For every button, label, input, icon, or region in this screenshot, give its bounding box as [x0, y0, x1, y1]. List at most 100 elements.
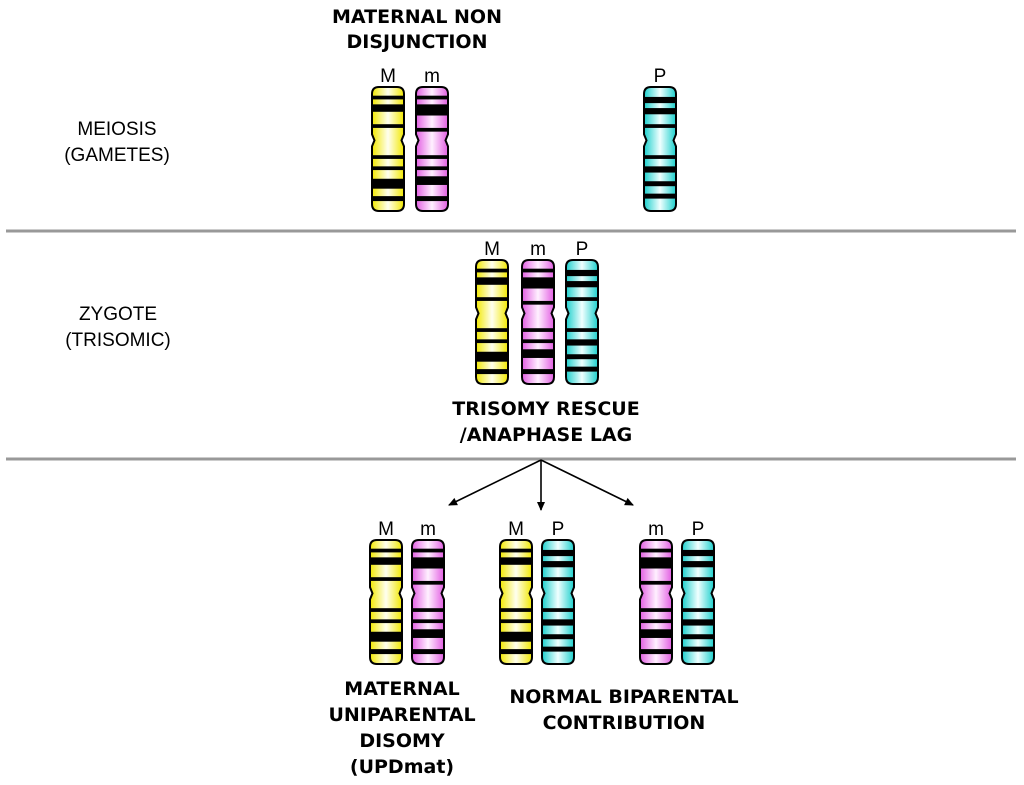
chromosome-band — [416, 155, 448, 159]
outcome-label-upd: MATERNAL UNIPARENTAL DISOMY (UPDmat) — [328, 678, 475, 778]
chromosome-outline — [371, 86, 405, 212]
chromosome-band — [566, 354, 598, 360]
nondisjunction-line2: DISJUNCTION — [347, 31, 488, 53]
chromosome-label-P: P — [576, 239, 589, 260]
chromosome-band — [566, 269, 598, 277]
chromosome-band — [416, 166, 448, 171]
chromosome-label-M: M — [484, 239, 500, 260]
chromosome-band — [476, 328, 508, 332]
chromosome-outline — [565, 259, 599, 385]
chromosome-band — [412, 619, 444, 624]
chromosome-M-outcome_upd: M — [369, 519, 403, 665]
chromosome-bands — [682, 549, 714, 652]
chromosome-P-outcome_normal_1: P — [541, 519, 575, 665]
upd-line1: MATERNAL — [344, 678, 459, 700]
nondisjunction-line1: MATERNAL NON — [332, 6, 502, 28]
normal-line2: CONTRIBUTION — [543, 712, 706, 734]
upd-line3: DISOMY — [359, 730, 445, 752]
chromosome-band — [372, 166, 404, 171]
chromosome-label-P: P — [552, 519, 565, 540]
chromosome-band — [644, 155, 676, 159]
chromosome-P-outcome_normal_2: P — [681, 519, 715, 665]
chromosome-bands — [542, 549, 574, 652]
chromosome-m-zygote: m — [521, 239, 555, 385]
chromosome-band — [412, 629, 444, 638]
chromosome-band — [566, 281, 598, 288]
chromosome-bands — [640, 548, 672, 655]
chromosome-band — [542, 561, 574, 568]
chromosome-band — [542, 549, 574, 557]
chromosome-outline — [475, 259, 509, 385]
chromosome-M-zygote: M — [475, 239, 509, 385]
chromosome-band — [682, 608, 714, 612]
outcome-label-normal: NORMAL BIPARENTAL CONTRIBUTION — [509, 686, 738, 734]
chromosome-outline — [639, 539, 673, 665]
chromosome-band — [500, 548, 532, 553]
chromosome-label-M: M — [508, 519, 524, 540]
chromosome-band — [372, 155, 404, 159]
chromosome-band — [412, 580, 444, 585]
arrow-to-upd — [448, 459, 542, 506]
chromosome-bands — [566, 269, 598, 372]
chromosome-outline — [643, 86, 677, 212]
chromosome-band — [542, 608, 574, 612]
chromosome-label-m: m — [424, 66, 440, 87]
chromosome-band — [682, 577, 714, 581]
chromosome-band — [370, 548, 402, 553]
chromosome-band — [542, 634, 574, 640]
chromosome-bands — [522, 268, 554, 375]
chromosome-band — [640, 608, 672, 612]
chromosome-band — [416, 127, 448, 132]
chromosome-band — [566, 297, 598, 301]
chromosome-label-P: P — [654, 66, 667, 87]
chromosome-band — [522, 328, 554, 332]
chromosome-label-m: m — [420, 519, 436, 540]
chromosome-band — [682, 561, 714, 568]
chromosome-m-outcome_upd: m — [411, 519, 445, 665]
chromosome-band — [500, 577, 532, 581]
chromosome-band — [412, 608, 444, 612]
chromosome-band — [500, 608, 532, 612]
chromosome-band — [640, 629, 672, 638]
chromosome-outline — [369, 539, 403, 665]
chromosome-outline — [541, 539, 575, 665]
chromosome-band — [522, 339, 554, 344]
arrow-to-normal-mmp — [540, 459, 634, 506]
upd-line4: (UPDmat) — [350, 756, 454, 778]
rescue-line1: TRISOMY RESCUE — [452, 398, 639, 420]
chromosome-band — [522, 349, 554, 358]
chromosome-band — [370, 649, 402, 655]
chromosome-label-m: m — [648, 519, 664, 540]
chromosome-band — [476, 297, 508, 301]
chromosome-band — [476, 339, 508, 344]
chromosome-outline — [411, 539, 445, 665]
chromosome-outline — [415, 86, 449, 212]
chromosome-band — [372, 104, 404, 112]
chromosome-band — [412, 557, 444, 569]
chromosome-m-outcome_normal_2: m — [639, 519, 673, 665]
chromosome-band — [476, 277, 508, 285]
chromosome-body — [644, 87, 676, 211]
chromosome-band — [372, 95, 404, 100]
heading-rescue: TRISOMY RESCUE /ANAPHASE LAG — [452, 398, 639, 446]
chromosome-band — [416, 176, 448, 185]
chromosome-band — [640, 548, 672, 553]
rescue-arrows — [448, 459, 634, 511]
chromosome-band — [522, 300, 554, 305]
chromosome-band — [682, 549, 714, 557]
chromosome-body — [542, 540, 574, 664]
meiosis-line1: MEIOSIS — [77, 119, 156, 140]
stage-label-zygote: ZYGOTE (TRISOMIC) — [65, 304, 171, 351]
chromosome-band — [372, 178, 404, 189]
chromosome-band — [566, 328, 598, 332]
chromosome-band — [416, 104, 448, 116]
chromosome-body — [566, 260, 598, 384]
stage-label-meiosis: MEIOSIS (GAMETES) — [64, 119, 170, 166]
chromosome-band — [476, 351, 508, 362]
chromosome-band — [500, 649, 532, 655]
chromosome-band — [644, 108, 676, 115]
chromosome-bands — [370, 548, 402, 655]
chromosome-band — [566, 366, 598, 372]
chromosome-band — [522, 268, 554, 273]
